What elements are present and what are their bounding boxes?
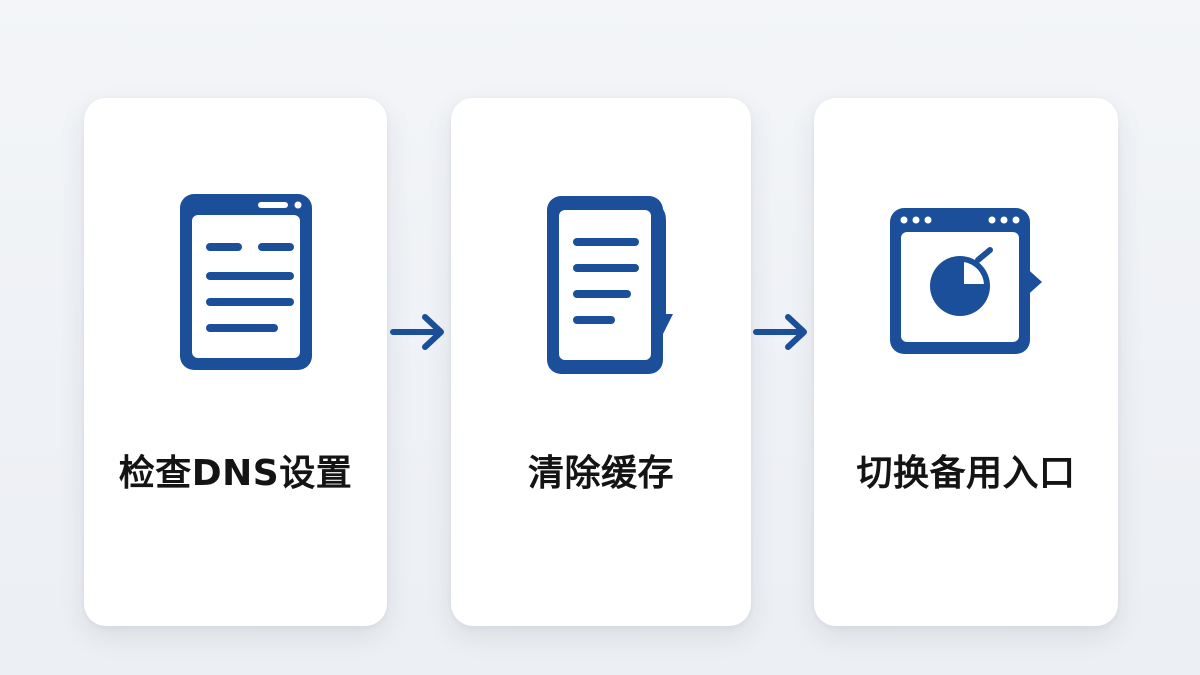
document-icon [136,178,336,378]
document-download-icon [501,178,701,378]
step-card-switch-entry: 切换备用入口 [814,98,1118,626]
arrow-right-icon [389,310,449,354]
step-label: 清除缓存 [527,453,674,494]
browser-window-icon [866,178,1066,378]
step-card-check-dns: 检查DNS设置 [84,98,387,626]
step-label: 检查DNS设置 [118,453,353,494]
arrow-right-icon [752,310,812,354]
step-card-clear-cache: 清除缓存 [451,98,751,626]
step-label: 切换备用入口 [856,453,1076,494]
